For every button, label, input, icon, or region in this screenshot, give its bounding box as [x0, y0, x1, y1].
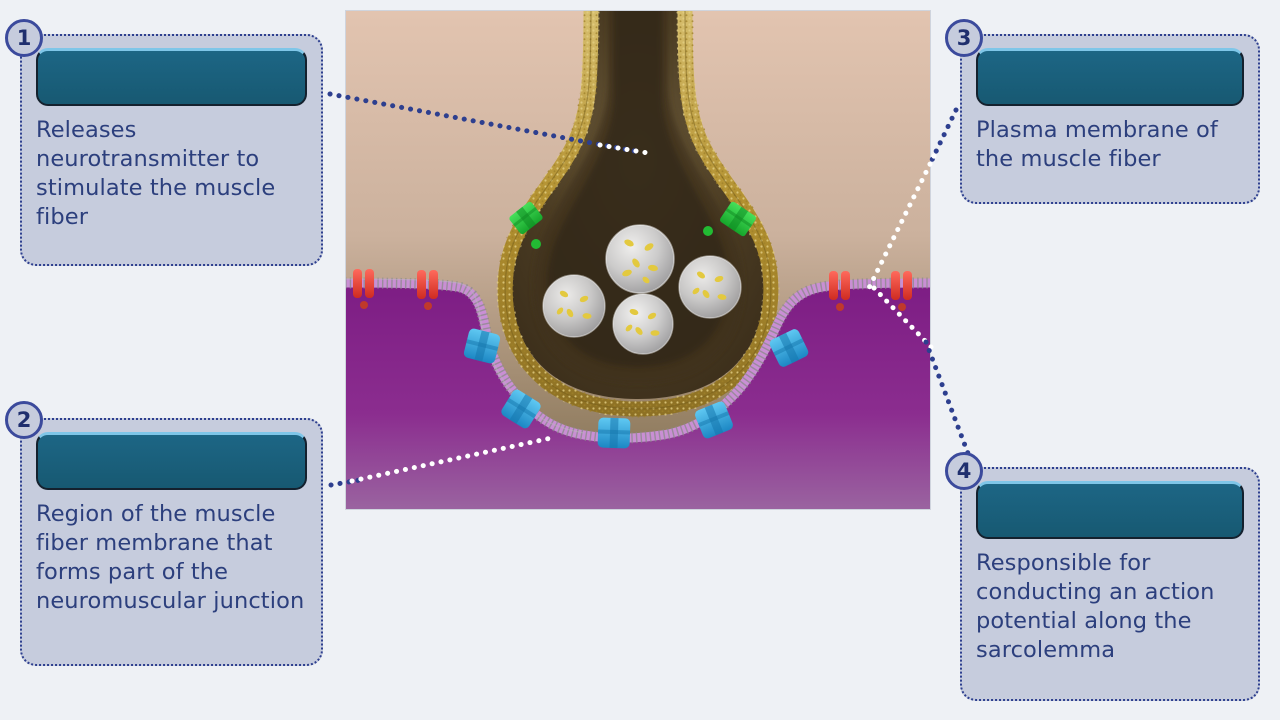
sodium-channel: [695, 401, 733, 439]
sodium-channel: [769, 329, 809, 367]
card-description-2: Region of the muscle fiber membrane that…: [36, 501, 305, 614]
sodium-channel: [597, 417, 631, 449]
card-description-4: Responsible for conducting an action pot…: [976, 550, 1215, 663]
illustration-scene: [346, 11, 930, 509]
illustration-graphic: [346, 11, 930, 509]
synaptic-vesicle: [605, 224, 675, 294]
synaptic-vesicle: [542, 274, 606, 338]
sodium-channel: [463, 328, 501, 364]
calcium-ion: [531, 239, 541, 249]
answer-input-1[interactable]: [36, 48, 307, 106]
card-number-badge-3: 3: [945, 19, 983, 57]
synaptic-vesicle: [678, 255, 742, 319]
calcium-channel-left: [509, 201, 543, 249]
calcium-channel-right: [703, 201, 756, 237]
annotation-card-3: Plasma membrane of the muscle fiber: [960, 34, 1260, 204]
annotation-card-4: Responsible for conducting an action pot…: [960, 467, 1260, 701]
card-number-badge-1: 1: [5, 19, 43, 57]
acetylcholine-receptor: [829, 271, 850, 311]
neuromuscular-junction-illustration: [345, 10, 931, 510]
sodium-channel: [501, 389, 541, 429]
annotation-card-1: Releases neurotransmitter to stimulate t…: [20, 34, 323, 266]
voltage-gated-sodium-channels: [463, 328, 809, 449]
connector-3-outer: [927, 107, 959, 167]
card-number-badge-4: 4: [945, 452, 983, 490]
synaptic-vesicle: [612, 293, 674, 355]
acetylcholine-receptor: [353, 269, 374, 309]
acetylcholine-receptor: [417, 270, 438, 310]
card-description-1: Releases neurotransmitter to stimulate t…: [36, 117, 276, 230]
answer-input-2[interactable]: [36, 432, 307, 490]
calcium-ion: [703, 226, 713, 236]
synaptic-vesicles: [542, 224, 742, 355]
annotation-card-2: Region of the muscle fiber membrane that…: [20, 418, 323, 666]
card-number-badge-2: 2: [5, 401, 43, 439]
connector-4-outer: [923, 339, 975, 467]
answer-input-3[interactable]: [976, 48, 1244, 106]
answer-input-4[interactable]: [976, 481, 1244, 539]
card-description-3: Plasma membrane of the muscle fiber: [976, 117, 1218, 172]
